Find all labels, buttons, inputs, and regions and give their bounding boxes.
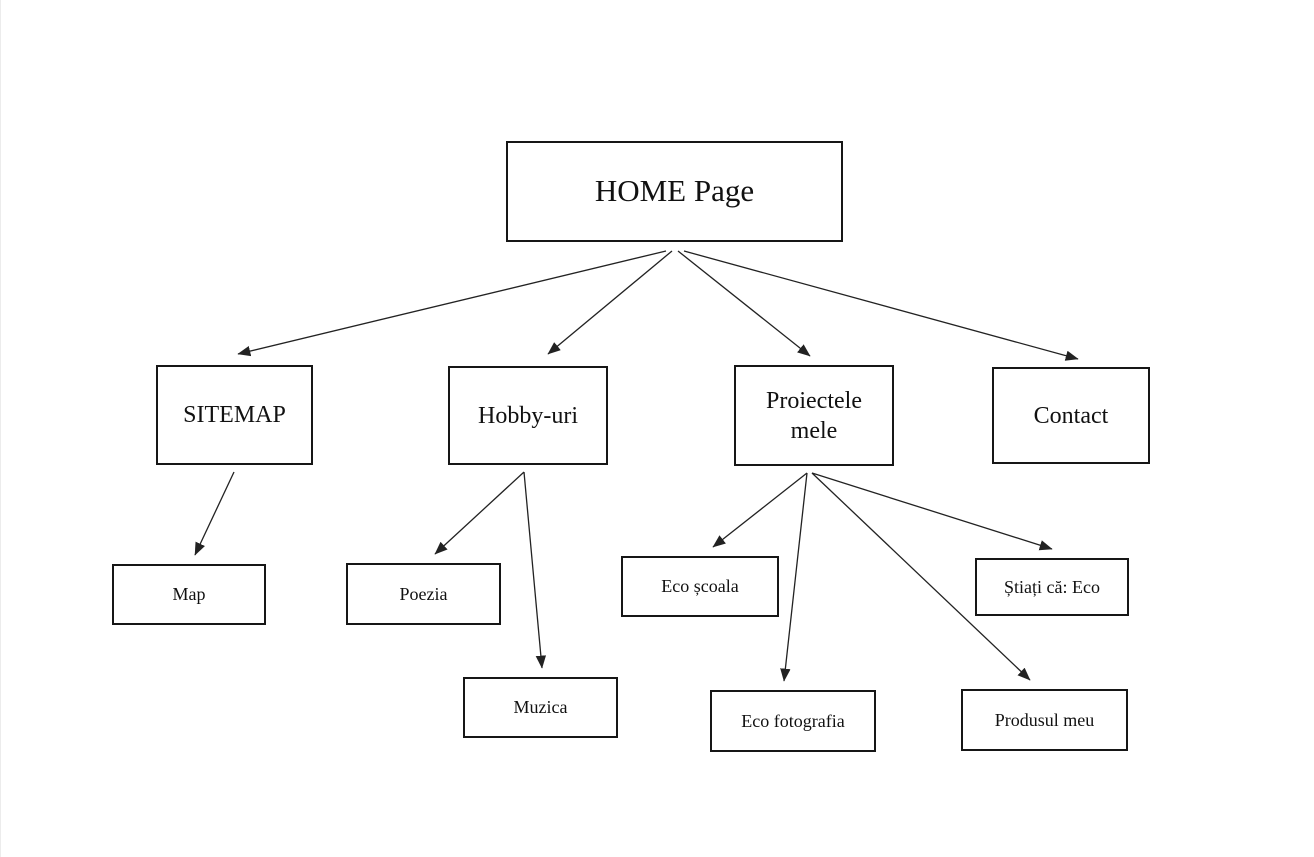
node-contact: Contact <box>986 365 1152 470</box>
node-label: Contact <box>1033 402 1109 429</box>
edge-sitemap-map <box>194 471 235 556</box>
edge-proiecte-ecofoto <box>780 472 808 682</box>
node-sitemap: SITEMAP <box>150 363 315 471</box>
node-muzica: Muzica <box>457 675 620 744</box>
node-produsul-meu: Produsul meu <box>955 687 1130 757</box>
node-poezia: Poezia <box>340 561 503 631</box>
node-label: Poezia <box>399 583 448 604</box>
node-label: Eco școala <box>661 576 739 597</box>
node-label: Produsul meu <box>994 709 1095 730</box>
node-label: Eco fotografia <box>741 710 845 731</box>
node-eco-scoala: Eco școala <box>615 554 781 623</box>
node-label: HOME Page <box>594 173 755 209</box>
edge-proiecte-stiati <box>811 472 1053 551</box>
node-label: Map <box>172 584 206 605</box>
edge-hobby-muzica <box>523 471 547 669</box>
node-label: Proiectele mele <box>766 387 862 444</box>
edge-hobby-poezia <box>434 471 525 555</box>
node-proiectele-mele: Proiectele mele <box>728 363 896 472</box>
node-stiati-ca-eco: Știați că: Eco <box>969 556 1131 622</box>
edge-home-sitemap <box>237 250 667 357</box>
node-label: Hobby-uri <box>478 402 578 429</box>
edge-home-hobby <box>547 250 673 355</box>
node-eco-fotografia: Eco fotografia <box>704 688 878 758</box>
node-map: Map <box>106 562 268 631</box>
node-hobby-uri: Hobby-uri <box>442 364 610 471</box>
edge-proiecte-ecoscoala <box>712 472 808 548</box>
edge-home-contact <box>683 250 1079 361</box>
edge-home-proiecte <box>677 250 811 357</box>
node-label: SITEMAP <box>183 402 286 428</box>
node-label: Știați că: Eco <box>1004 576 1100 597</box>
node-home-page: HOME Page <box>500 139 845 248</box>
node-label: Muzica <box>513 697 568 718</box>
